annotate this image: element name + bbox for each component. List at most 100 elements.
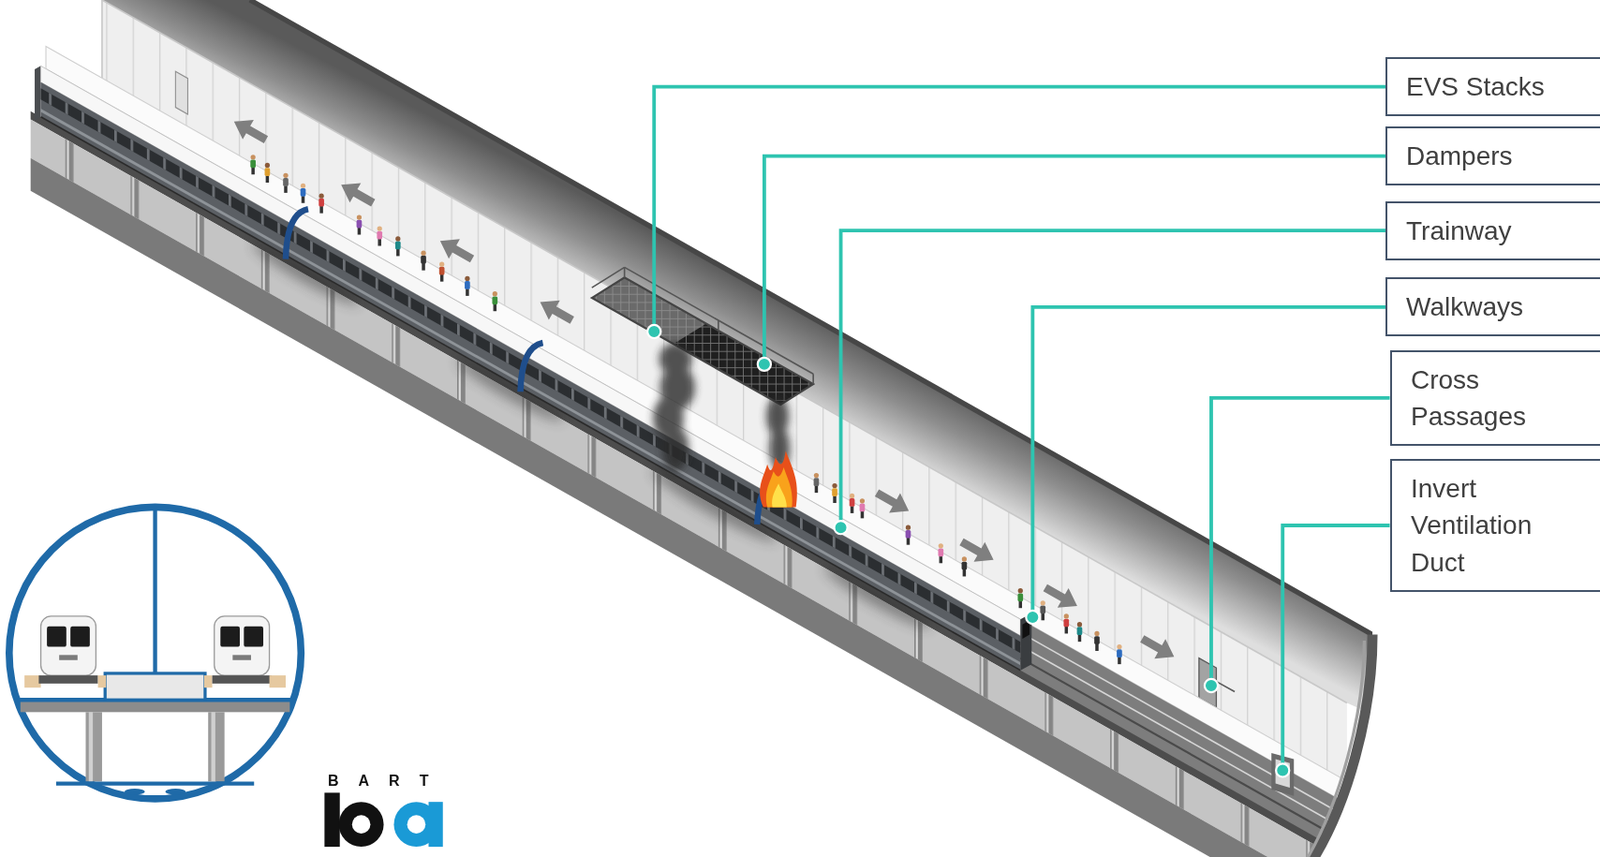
passenger bbox=[250, 154, 256, 175]
passenger bbox=[319, 206, 323, 214]
callout-label: Invert Ventilation Duct bbox=[1410, 470, 1571, 581]
passenger bbox=[962, 556, 968, 577]
leader-line bbox=[1211, 398, 1391, 686]
passenger bbox=[906, 537, 910, 546]
passenger bbox=[439, 262, 445, 267]
passenger bbox=[300, 183, 306, 189]
tunnel-end-ring bbox=[1304, 530, 1600, 857]
leader-dot bbox=[1025, 610, 1039, 624]
passenger bbox=[251, 167, 254, 176]
passenger bbox=[300, 183, 307, 204]
car-gangway bbox=[285, 208, 309, 259]
passenger bbox=[265, 167, 271, 177]
passenger bbox=[1041, 613, 1045, 622]
passenger bbox=[859, 498, 865, 504]
car-gangway bbox=[520, 342, 544, 392]
callout-box: Trainway bbox=[1385, 201, 1600, 261]
passenger bbox=[266, 175, 269, 183]
evs-stack-grate bbox=[812, 373, 815, 385]
direction-arrow bbox=[956, 532, 1000, 570]
passenger bbox=[1094, 636, 1100, 645]
cross-section-inset bbox=[220, 626, 240, 648]
car-gangway bbox=[285, 208, 780, 525]
fire-symbol bbox=[771, 483, 787, 507]
passenger bbox=[859, 503, 866, 513]
passenger bbox=[937, 543, 944, 563]
callout-box: Dampers bbox=[1385, 126, 1600, 186]
leader-line bbox=[841, 230, 1387, 528]
passenger bbox=[1078, 635, 1082, 643]
callout-label: Dampers bbox=[1406, 137, 1598, 175]
callout-label: Trainway bbox=[1406, 212, 1598, 250]
cross-section-inset bbox=[59, 654, 78, 660]
cross-section-inset bbox=[9, 506, 302, 800]
passenger bbox=[396, 249, 400, 257]
passenger bbox=[395, 241, 401, 251]
cross-section-inset bbox=[214, 616, 270, 676]
callout-box: Invert Ventilation Duct bbox=[1390, 459, 1600, 593]
passenger bbox=[849, 493, 856, 514]
cross-section-inset bbox=[9, 506, 302, 800]
smoke-plume bbox=[659, 342, 693, 376]
passenger bbox=[318, 193, 325, 214]
cross-section-inset bbox=[164, 788, 186, 796]
cross-section-inset bbox=[24, 675, 41, 688]
passenger bbox=[1077, 622, 1083, 642]
fire-symbol bbox=[759, 450, 798, 507]
cross-section-inset bbox=[212, 675, 272, 684]
passenger bbox=[1019, 601, 1023, 609]
direction-arrow bbox=[1039, 577, 1083, 616]
callout-label: Walkways bbox=[1406, 288, 1598, 326]
leader-line bbox=[764, 156, 1386, 365]
train bbox=[34, 65, 42, 120]
passenger bbox=[1094, 631, 1099, 637]
passenger bbox=[357, 227, 361, 236]
passenger bbox=[814, 486, 818, 494]
cross-passage-door bbox=[1199, 658, 1235, 709]
cross-section-inset bbox=[210, 711, 215, 782]
evs-stack-grate bbox=[592, 277, 814, 405]
cross-section-inset bbox=[41, 616, 97, 676]
passenger bbox=[395, 236, 401, 256]
passenger bbox=[962, 556, 967, 562]
passenger bbox=[831, 483, 838, 504]
smoke bbox=[248, 235, 935, 636]
passenger bbox=[814, 473, 820, 493]
cross-section-inset bbox=[207, 711, 224, 782]
passenger bbox=[1063, 613, 1069, 634]
cross-section-inset bbox=[232, 654, 252, 660]
passenger bbox=[1116, 644, 1123, 665]
passenger bbox=[1064, 613, 1069, 619]
tunnel-end-ring bbox=[1304, 640, 1364, 857]
evs-stack-grate bbox=[623, 266, 626, 278]
cross-section-inset bbox=[70, 626, 90, 648]
passenger bbox=[1095, 643, 1098, 652]
leader-line bbox=[1032, 307, 1386, 618]
callout-label: EVS Stacks bbox=[1406, 68, 1598, 105]
cross-section-inset bbox=[88, 711, 93, 782]
leader-dot bbox=[1204, 679, 1218, 693]
passenger bbox=[1040, 600, 1046, 606]
leader-line bbox=[1282, 525, 1390, 771]
direction-arrow bbox=[534, 292, 578, 330]
passenger bbox=[439, 266, 445, 276]
passenger bbox=[356, 214, 362, 220]
callout-box: EVS Stacks bbox=[1385, 57, 1600, 117]
cross-section-inset bbox=[86, 711, 103, 782]
passenger bbox=[282, 177, 289, 187]
bart-logo bbox=[324, 792, 443, 847]
passenger bbox=[356, 220, 363, 229]
logo-wordmark: BART bbox=[327, 773, 448, 789]
passenger bbox=[962, 562, 968, 571]
passenger bbox=[376, 225, 383, 246]
leader-line bbox=[653, 87, 1390, 771]
passenger bbox=[859, 498, 866, 519]
fire-symbol bbox=[766, 467, 793, 507]
bart-logo bbox=[352, 814, 371, 834]
direction-arrow bbox=[228, 111, 1180, 667]
bart-logo bbox=[429, 801, 444, 847]
